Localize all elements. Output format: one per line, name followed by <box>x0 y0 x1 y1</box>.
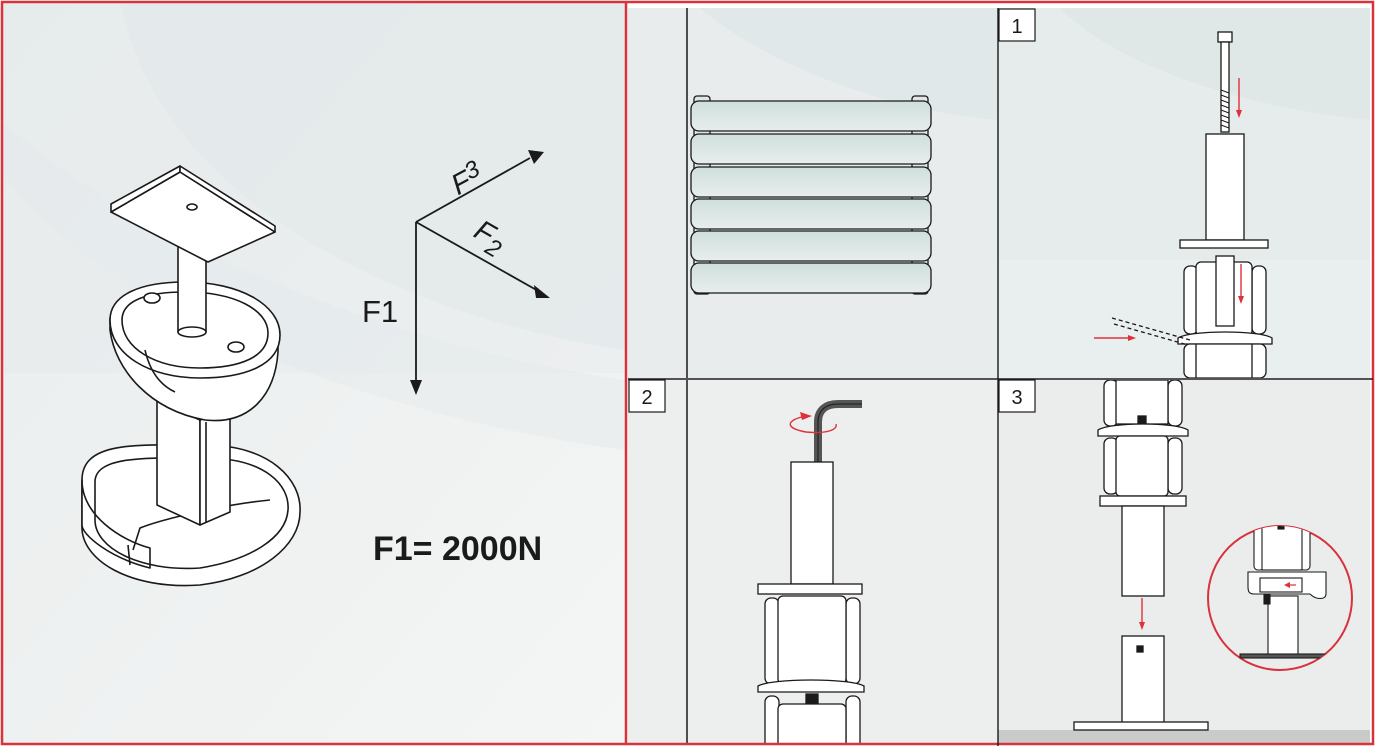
step-1-panel <box>998 8 1370 378</box>
left-panel <box>3 3 625 744</box>
radiator <box>690 95 932 295</box>
step-2-panel <box>628 380 998 744</box>
support-foot-drawing <box>81 165 301 587</box>
top-plate <box>110 165 276 263</box>
step-2-number: 2 <box>641 387 652 409</box>
force-equation: F1= 2000N <box>373 530 542 568</box>
square-post <box>156 387 231 526</box>
step-1-badge: 1 <box>998 8 1036 42</box>
step-3-badge: 3 <box>998 379 1036 413</box>
step-1-number: 1 <box>1011 16 1022 38</box>
rotate-arrow-icon <box>789 412 837 434</box>
step-3-panel <box>998 380 1370 744</box>
step-2-badge: 2 <box>628 379 666 413</box>
force-diagram <box>410 150 550 395</box>
step-3-number: 3 <box>1011 387 1022 409</box>
radiator-panel <box>628 8 998 378</box>
force-label-f1: F1 <box>362 294 398 329</box>
